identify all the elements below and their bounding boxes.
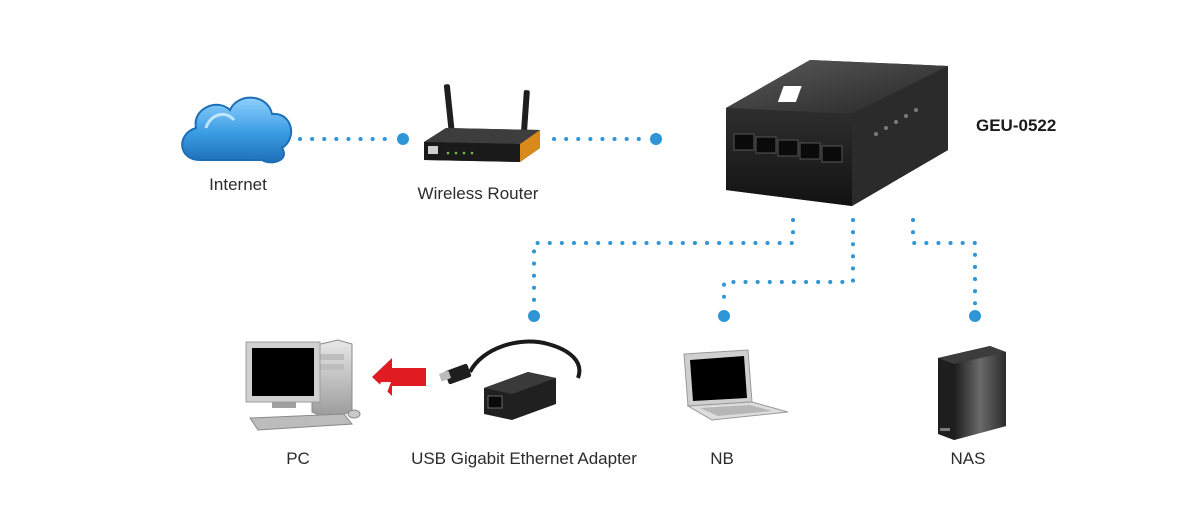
endpoint-nb (718, 310, 730, 322)
connector-switch-nas (911, 218, 977, 310)
nas-icon (938, 346, 1006, 440)
node-label-switch: GEU-0522 (976, 116, 1057, 135)
node-label-nb: NB (710, 449, 734, 468)
router-icon (424, 84, 540, 162)
endpoint-router-left (397, 133, 409, 145)
node-label-adapter: USB Gigabit Ethernet Adapter (411, 449, 637, 468)
endpoint-switch-left (650, 133, 662, 145)
node-label-pc: PC (286, 449, 310, 468)
endpoint-nas (969, 310, 981, 322)
node-label-internet: Internet (209, 175, 267, 194)
connector-switch-nb (722, 218, 855, 310)
node-label-router: Wireless Router (417, 184, 539, 203)
switch-icon (726, 60, 948, 206)
node-label-nas: NAS (950, 449, 986, 468)
connector-switch-adapter (532, 218, 795, 310)
laptop-icon (683, 349, 789, 421)
endpoint-adapter (528, 310, 540, 322)
connector-lines (298, 137, 977, 310)
usb-ethernet-adapter-icon (377, 339, 582, 420)
cloud-icon (181, 96, 292, 164)
desktop-pc-icon (245, 339, 361, 431)
connector-endpoints (397, 133, 981, 322)
